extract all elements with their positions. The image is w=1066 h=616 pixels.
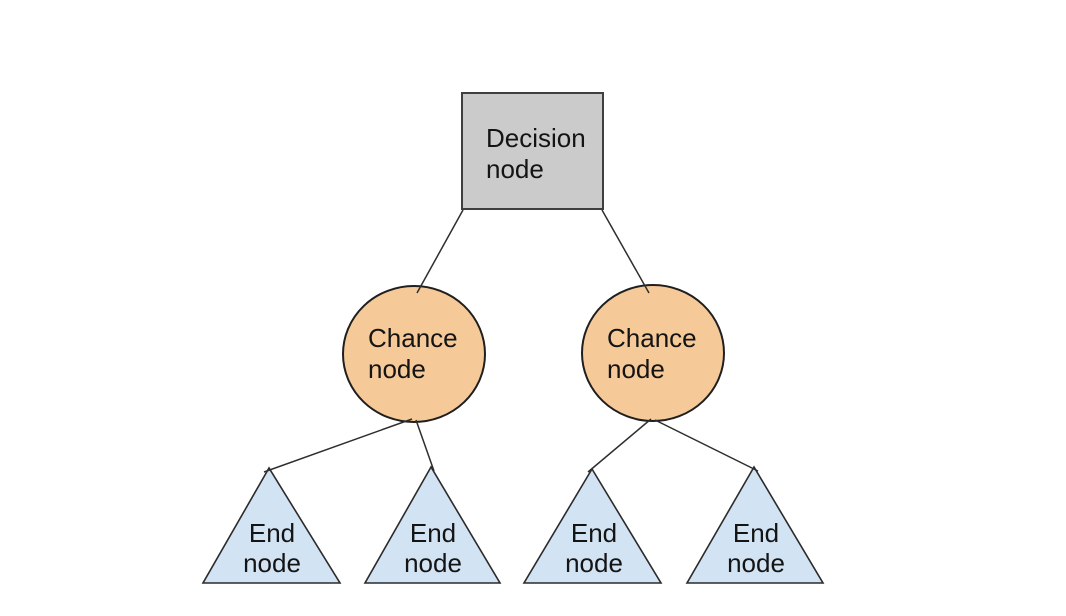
- chance-node-left: Chance node: [342, 285, 486, 423]
- decision-node-label-line1: Decision: [486, 123, 586, 153]
- chance-node-right-label-line1: Chance: [607, 323, 697, 353]
- edge-chance-left-to-end-2: [415, 419, 435, 472]
- edge-decision-to-chance-left: [416, 209, 464, 294]
- end-node-3-label-line1: End: [571, 518, 617, 548]
- end-node-4-label-line1: End: [733, 518, 779, 548]
- end-node-1-shape: [201, 466, 342, 584]
- edges: [263, 209, 759, 473]
- end-node-4-shape: [685, 465, 825, 584]
- edge-chance-right-to-end-3: [587, 418, 652, 473]
- end-node-2-shape: [363, 465, 502, 584]
- end-node-3-label-line2: node: [565, 548, 623, 578]
- edge-chance-left-to-end-1: [263, 418, 413, 473]
- decision-node-label-line2: node: [486, 154, 544, 184]
- end-node-4: End node: [685, 465, 825, 584]
- end-node-2-label-line2: node: [404, 548, 462, 578]
- end-node-2-label-line1: End: [410, 518, 456, 548]
- edge-decision-to-chance-right: [601, 209, 650, 294]
- chance-node-left-label-line1: Chance: [368, 323, 458, 353]
- end-node-2: End node: [363, 465, 502, 584]
- end-node-3-shape: [522, 467, 663, 584]
- chance-node-left-label-line2: node: [368, 354, 426, 384]
- chance-node-right-shape: [581, 284, 725, 422]
- end-node-1-label-line2: node: [243, 548, 301, 578]
- end-node-1-label-line1: End: [249, 518, 295, 548]
- chance-node-right-label-line2: node: [607, 354, 665, 384]
- chance-node-right: Chance node: [581, 284, 725, 422]
- edge-chance-right-to-end-4: [654, 419, 759, 472]
- end-node-1: End node: [201, 466, 342, 584]
- chance-node-left-shape: [342, 285, 486, 423]
- decision-node: Decision node: [461, 92, 604, 210]
- end-node-3: End node: [522, 467, 663, 584]
- decision-node-shape: [461, 92, 604, 210]
- end-node-4-label-line2: node: [727, 548, 785, 578]
